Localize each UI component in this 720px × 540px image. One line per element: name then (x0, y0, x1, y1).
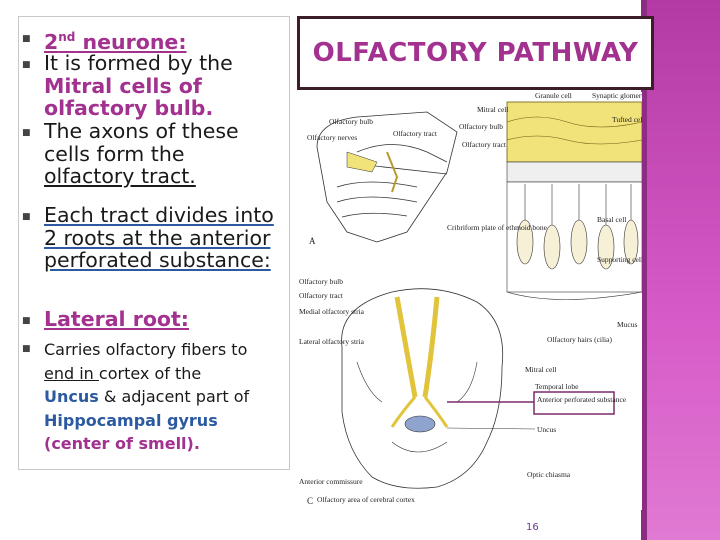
bullet-dot: ■ (22, 212, 31, 222)
heading-number: 2 (44, 29, 59, 54)
bullet-uncus: Uncus (44, 387, 99, 406)
bullet-center-of-smell: (center of smell). (44, 434, 200, 453)
bullet-highlight: Mitral cells of olfactory bulb. (44, 73, 214, 120)
bullet-heading: Lateral root: (44, 307, 189, 331)
label-anterior-commissure: Anterior commissure (299, 477, 363, 486)
label-olfactory-tract-c: Olfactory tract (299, 291, 344, 300)
label-tufted-cell: Tufted cell (612, 115, 642, 124)
label-granule-cell: Granule cell (535, 92, 572, 100)
label-supporting-cell: Supporting cell (597, 255, 642, 264)
label-synaptic-glomerulus: Synaptic glomerulus (592, 92, 642, 100)
slide-title: OLFACTORY PATHWAY (312, 38, 639, 68)
head-sagittal-drawing: Olfactory nerves Olfactory bulb Olfactor… (307, 111, 458, 246)
page-number: 16 (526, 522, 539, 533)
bullet-dot: ■ (22, 316, 31, 326)
label-cribriform-plate: Cribriform plate of ethmoid bone (447, 223, 548, 232)
bullet-list: ■ 2nd neurone: ■ It is formed by the Mit… (18, 16, 288, 466)
bullet-dot: ■ (22, 344, 31, 354)
label-olfactory-tract-b: Olfactory tract (462, 140, 507, 149)
highlight-box-ap-substance (533, 391, 615, 415)
bullet-dot: ■ (22, 128, 31, 138)
olfactory-diagram: Olfactory nerves Olfactory bulb Olfactor… (297, 92, 642, 510)
label-olfactory-bulb-a: Olfactory bulb (329, 117, 373, 126)
label-olfactory-bulb-b: Olfactory bulb (459, 122, 503, 131)
label-olfactory-bulb-c: Olfactory bulb (299, 277, 343, 286)
bullet-text: The axons of these cells form the (44, 119, 239, 166)
heading-ordinal: nd (58, 30, 76, 44)
label-temporal-lobe: Temporal lobe (535, 382, 579, 391)
bullet-underline: end in (44, 363, 99, 383)
bullet-text-rest: cortex of the (98, 363, 202, 383)
label-olfactory-nerves: Olfactory nerves (307, 133, 357, 142)
label-optic-chiasma: Optic chiasma (527, 470, 571, 479)
text-panel (18, 16, 290, 470)
label-anterior-perforated-substance: Anterior perforated substance (537, 395, 627, 404)
bullet-hippocampal-gyrus: Hippocampal gyrus (44, 410, 218, 430)
bullet-underline: Each tract divides into 2 roots at the a… (44, 203, 274, 272)
bullet-text: It is formed by the (44, 51, 233, 75)
label-mucus: Mucus (617, 320, 637, 329)
letter-c: C (307, 496, 313, 506)
bullet-text: Carries olfactory fibers to (44, 340, 248, 359)
label-olfactory-area-cortex: Olfactory area of cerebral cortex (317, 495, 415, 504)
label-basal-cell: Basal cell (597, 215, 626, 224)
title-box: OLFACTORY PATHWAY (297, 16, 654, 90)
letter-a: A (309, 236, 316, 246)
decorative-side-band (641, 0, 720, 540)
side-band-shadow (641, 0, 647, 540)
label-uncus: Uncus (537, 425, 556, 434)
brain-base-drawing: Olfactory bulb Olfactory tract Medial ol… (299, 277, 627, 506)
bullet-dot: ■ (22, 60, 31, 70)
label-lateral-stria: Lateral olfactory stria (299, 337, 365, 346)
bullet-text-mid: & adjacent part of (103, 387, 250, 406)
label-olfactory-hairs: Olfactory hairs (cilia) (547, 335, 612, 344)
label-mitral-cell-c: Mitral cell (525, 365, 556, 374)
bullet-underline: olfactory tract. (44, 164, 196, 188)
label-mitral-cell: Mitral cell (477, 105, 508, 114)
heading-text: neurone: (75, 29, 187, 54)
label-medial-stria: Medial olfactory stria (299, 307, 365, 316)
label-olfactory-tract-a: Olfactory tract (393, 129, 438, 138)
bullet-dot: ■ (22, 34, 31, 44)
epithelium-drawing: Granule cell Synaptic glomerulus Mitral … (447, 92, 642, 344)
